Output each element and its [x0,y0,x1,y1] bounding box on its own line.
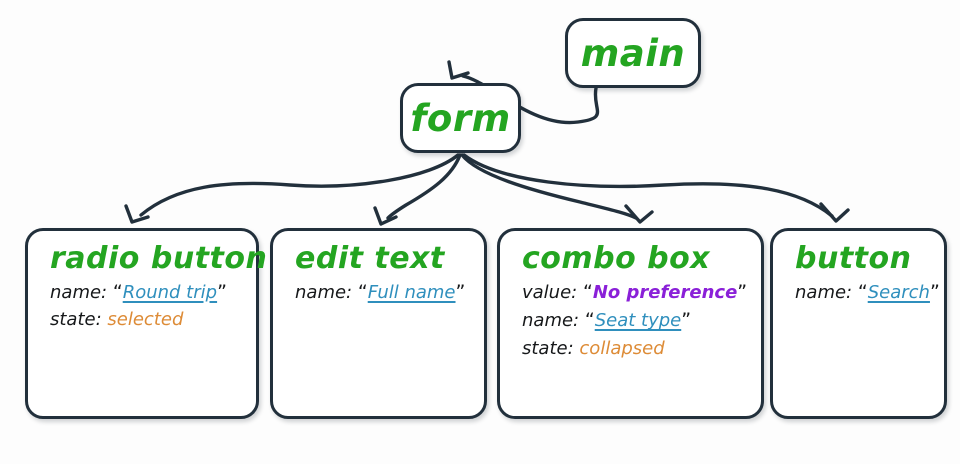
node-combo-box-role-label: combo box [522,241,711,276]
quote-open: “ [584,309,595,332]
quote-open: “ [857,280,868,303]
node-main[interactable]: main [565,18,701,88]
quote-close: ” [455,280,466,303]
property-key: name: [295,281,353,303]
edge-form-to-button [462,153,850,223]
property-value: Search [867,281,930,303]
quote-open: “ [582,280,593,303]
node-button[interactable]: button name: “Search” [770,228,947,419]
property-key: state: [50,309,102,331]
property-name: name: “Full name” [295,280,470,304]
property-key: state: [522,338,574,360]
property-value-text: No preference [592,281,738,303]
property-value: value: “No preference” [522,280,748,304]
edge-form-to-combo-box [460,153,654,224]
node-edit-text-role-label: edit text [295,241,445,276]
node-radio-button[interactable]: radio button name: “Round trip” state: s… [25,228,268,419]
property-name: name: “Search” [795,280,940,304]
node-radio-button-role-label: radio button [50,241,268,276]
property-value-text: Seat type [594,310,682,332]
property-key: name: [50,281,108,303]
property-value: Round trip [122,281,218,303]
node-combo-box[interactable]: combo box value: “No preference” name: “… [497,228,764,419]
property-value-text: collapsed [579,338,665,360]
node-edit-text[interactable]: edit text name: “Full name” [270,228,487,419]
node-form-role-label: form [410,96,511,140]
property-key: name: [522,310,580,332]
edge-form-to-edit-text [373,153,462,226]
property-key: name: [795,281,853,303]
quote-close: ” [217,280,227,303]
quote-close: ” [929,280,940,303]
property-value: selected [107,309,184,331]
node-main-role-label: main [580,31,686,75]
quote-close: ” [737,280,748,303]
property-value: Full name [367,281,456,303]
property-name: name: “Round trip” [50,280,242,304]
quote-open: “ [357,280,368,303]
quote-close: ” [681,309,692,332]
property-key: value: [522,281,578,303]
quote-open: “ [112,280,123,303]
property-state: state: collapsed [522,338,747,360]
property-name: name: “Seat type” [522,309,747,332]
node-form[interactable]: form [400,83,521,153]
edge-form-to-radio-button [124,153,460,224]
property-state: state: selected [50,309,242,331]
node-button-role-label: button [795,241,912,276]
